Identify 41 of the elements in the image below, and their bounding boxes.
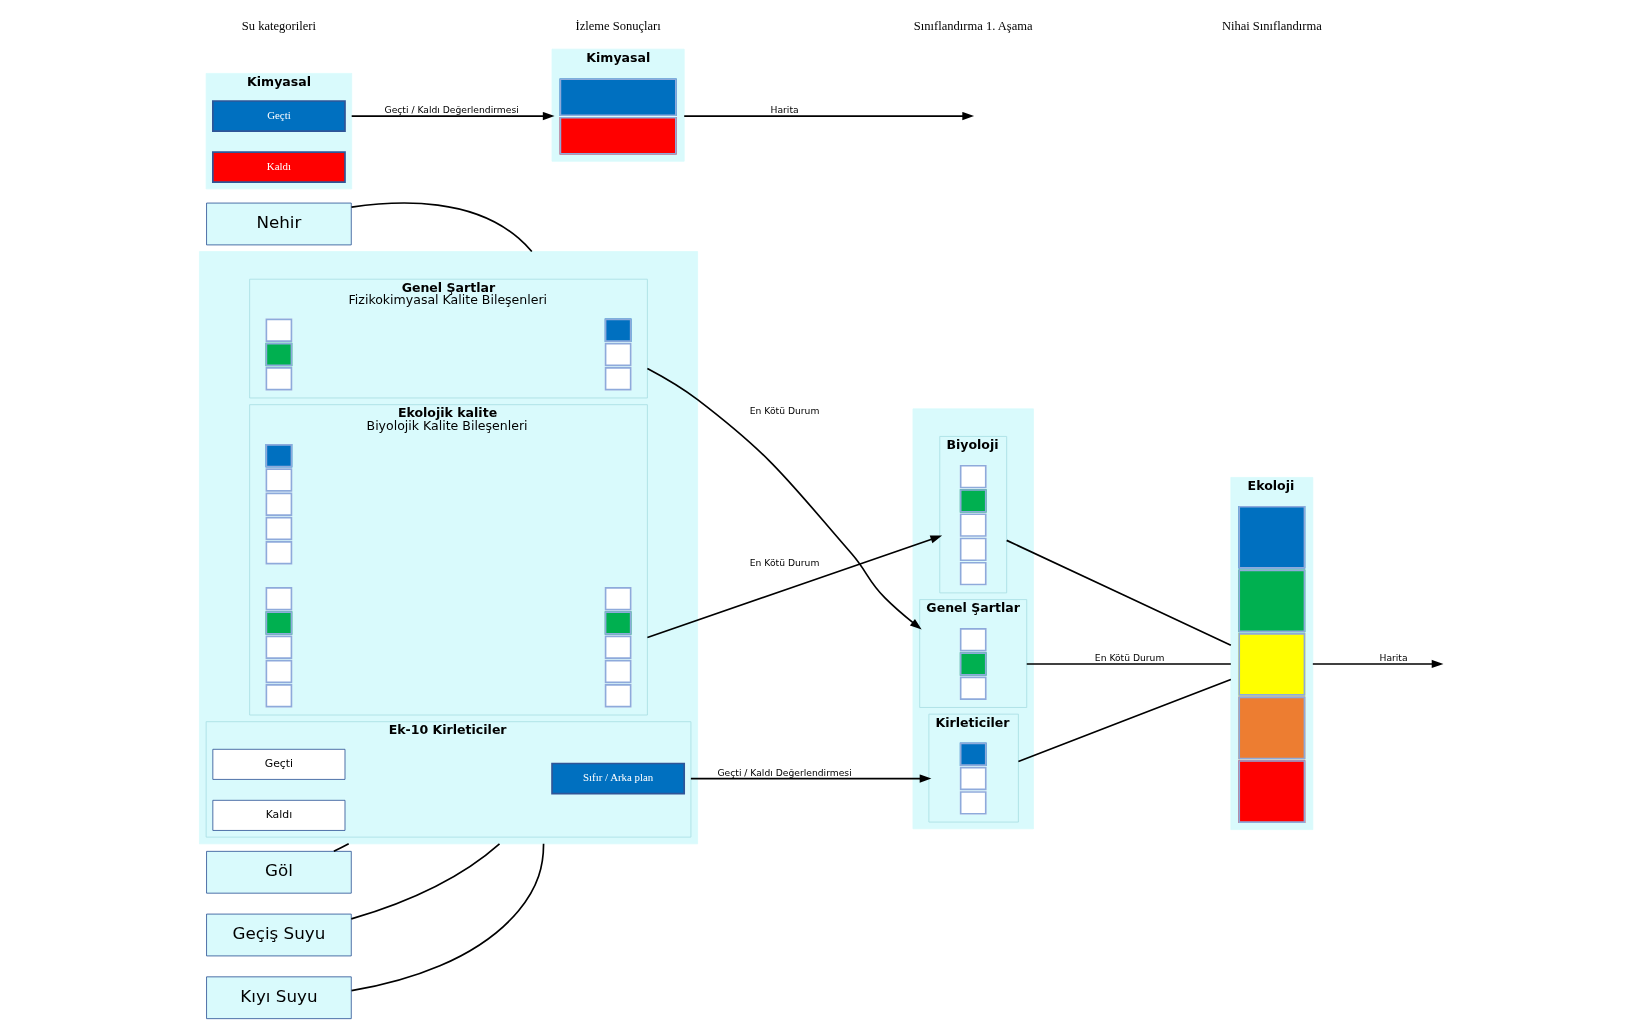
cluster: Genel Şartlar Fizikokimyasal Kalite Bileşenleri xyxy=(249,278,648,398)
connector xyxy=(350,842,501,920)
edge-label: En Kötü Durum xyxy=(1094,651,1165,663)
cluster xyxy=(912,407,1034,829)
node-box: Kaldı xyxy=(212,150,346,183)
node-box: Sıfır / Arka plan xyxy=(551,762,686,794)
label: Nihai Sınıflandırma xyxy=(1221,18,1322,33)
cluster: Genel Şartlar xyxy=(919,598,1028,708)
arrow xyxy=(646,535,943,638)
arrow xyxy=(1312,659,1444,668)
cluster: Kimyasal xyxy=(551,48,685,162)
arrow xyxy=(350,111,555,120)
node-box: Geçti xyxy=(212,748,346,780)
arrow xyxy=(690,773,932,783)
edge-label: Geçti / Kaldı Değerlendirmesi xyxy=(384,103,519,115)
cluster: Ekoloji xyxy=(1230,476,1314,830)
node-box: Geçti xyxy=(212,99,346,132)
arrow xyxy=(646,367,922,629)
connector xyxy=(350,201,533,252)
label: Su kategorileri xyxy=(241,18,316,33)
cluster: Biyoloji xyxy=(939,435,1008,593)
node-box: Kıyı Suyu xyxy=(206,975,352,1019)
cluster: Ekolojik kalite Biyolojik Kalite Bileşenleri xyxy=(249,403,648,715)
connector xyxy=(1017,678,1232,762)
node-box: Geçiş Suyu xyxy=(206,913,352,956)
node-box: Nehir xyxy=(206,202,352,245)
edge-label: En Kötü Durum xyxy=(749,556,820,568)
label: Sınıflandırma 1. Aşama xyxy=(913,18,1033,33)
edge-label: Harita xyxy=(1379,651,1408,663)
node-box: Göl xyxy=(206,850,352,894)
node-box: Kaldı xyxy=(212,799,346,831)
cluster: Kirleticiler xyxy=(928,713,1019,822)
arrow xyxy=(683,111,975,120)
edge-label: Geçti / Kaldı Değerlendirmesi xyxy=(717,766,852,778)
connector xyxy=(1005,539,1232,646)
edge-label: Harita xyxy=(770,103,799,115)
connector xyxy=(1025,662,1232,665)
edge-label: En Kötü Durum xyxy=(749,404,820,416)
label: İzleme Sonuçları xyxy=(575,18,661,33)
connector xyxy=(350,842,545,992)
cluster xyxy=(199,250,698,844)
